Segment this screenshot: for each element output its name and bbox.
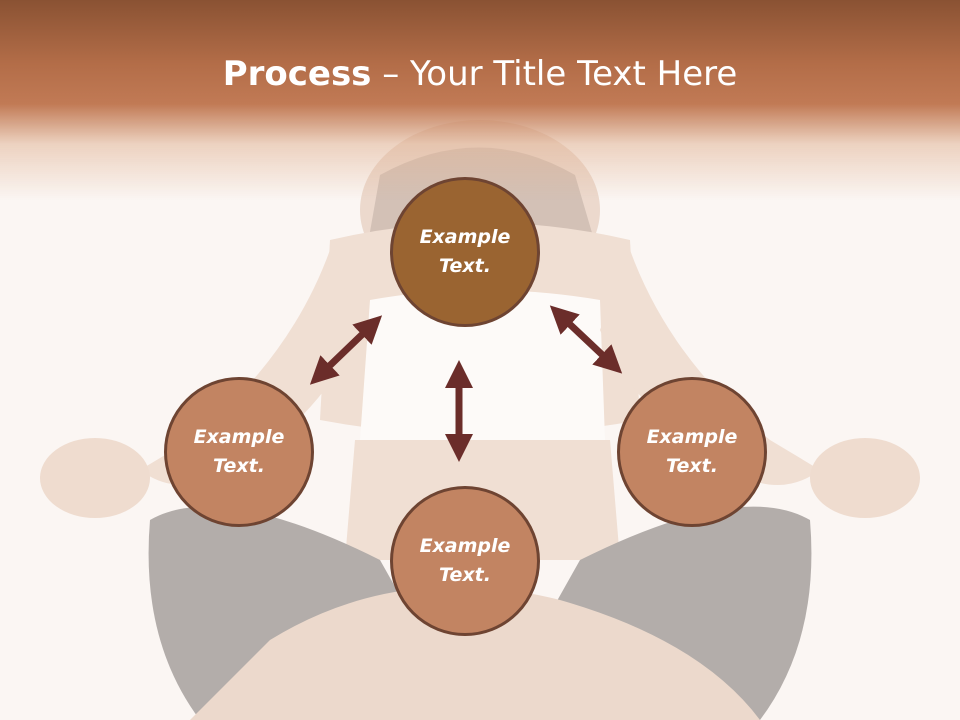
arrow-top-left (309, 315, 383, 385)
slide-title: Process – Your Title Text Here (0, 52, 960, 96)
title-bold: Process (222, 54, 372, 94)
header-band (0, 0, 960, 200)
arrow-top-right (549, 305, 623, 374)
title-rest: – Your Title Text Here (371, 54, 738, 94)
